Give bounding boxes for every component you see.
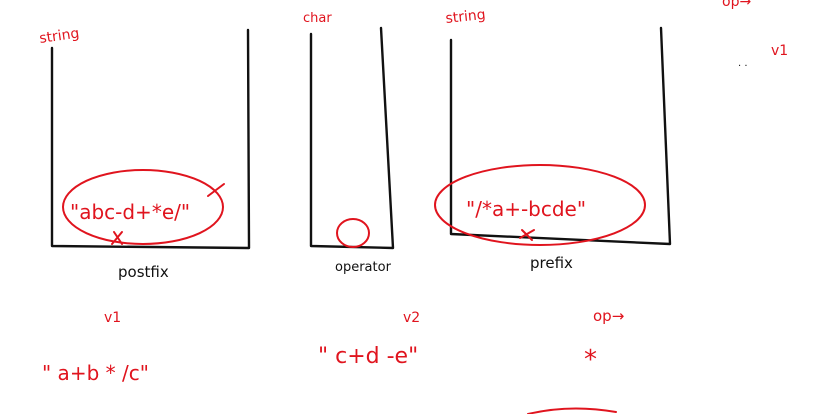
prefix-stack-outline bbox=[449, 26, 672, 246]
prefix-type-label: string bbox=[445, 7, 487, 27]
prefix-caption: prefix bbox=[530, 254, 573, 272]
operator-caption: operator bbox=[335, 260, 392, 275]
postfix-caption: postfix bbox=[118, 263, 169, 281]
postfix-content: "abc-d+*e/" bbox=[70, 200, 190, 224]
op-label: op→ bbox=[593, 307, 624, 325]
operator-type-label: char bbox=[303, 11, 332, 26]
v2-label: v2 bbox=[403, 310, 420, 326]
prefix-stack: string "/*a+-bcde" prefix bbox=[434, 7, 672, 272]
v1-value: " a+b * /c" bbox=[42, 361, 149, 385]
prefix-content-circle bbox=[434, 164, 646, 246]
postfix-content-circle bbox=[62, 169, 224, 245]
v1-label: v1 bbox=[104, 310, 121, 326]
corner-op-text: op→ bbox=[722, 0, 751, 10]
prefix-content: "/*a+-bcde" bbox=[466, 197, 586, 221]
postfix-stack: string "abc-d+*e/" postfix bbox=[38, 26, 251, 281]
operator-stack: char operator bbox=[303, 11, 395, 275]
top-arrow-tick bbox=[207, 183, 225, 197]
bottom-partial-arc bbox=[527, 407, 617, 414]
op-value: * bbox=[584, 345, 597, 375]
operator-top-circle bbox=[336, 218, 370, 248]
bottom-arrow-tick bbox=[111, 231, 123, 245]
corner-v1-text: v1 bbox=[771, 43, 788, 59]
corner-dots: . . bbox=[738, 58, 748, 69]
postfix-type-label: string bbox=[38, 26, 80, 47]
v2-value: " c+d -e" bbox=[318, 344, 418, 369]
operator-stack-outline bbox=[309, 26, 395, 250]
prefix-bottom-tick bbox=[519, 229, 535, 241]
postfix-stack-outline bbox=[50, 28, 251, 250]
